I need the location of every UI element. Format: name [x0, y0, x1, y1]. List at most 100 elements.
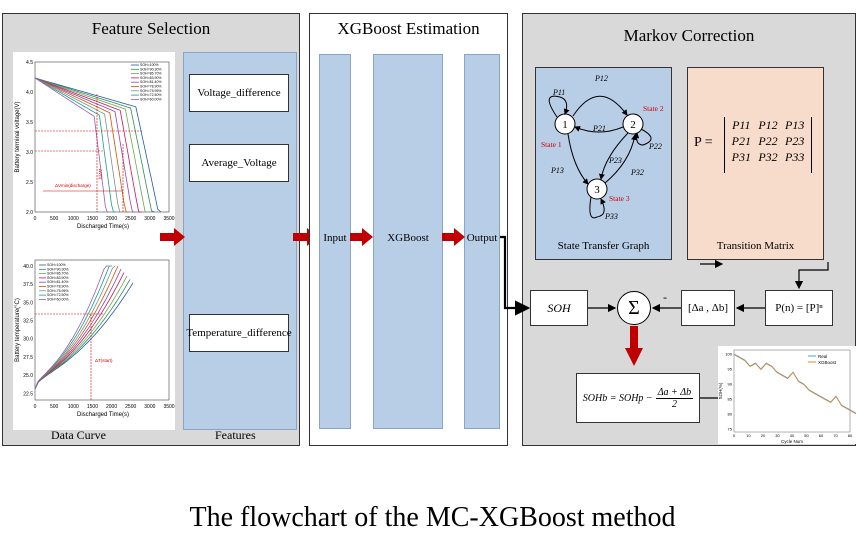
temp-annot-1: ΔT(start): [95, 358, 113, 363]
features-column: [183, 52, 297, 430]
temp-legend-entry: SOH=75.95%: [47, 289, 69, 293]
formula-denominator: 2: [671, 398, 677, 410]
voltage-curve: [34, 77, 129, 213]
temp-ytick: 25.0: [23, 373, 33, 379]
voltage-xtick: 500: [50, 216, 59, 222]
temp-xtick: 2500: [125, 404, 136, 410]
feature-selection-title: Feature Selection: [91, 19, 211, 38]
output-column: [464, 54, 500, 429]
result-ytick: 100: [725, 352, 732, 357]
state-graph-box: [535, 67, 672, 260]
temp-curve: [34, 265, 119, 390]
result-ytick: 80: [728, 412, 733, 417]
voltage-xtick: 0: [34, 216, 37, 222]
state-1-label: State 1: [541, 140, 562, 149]
transition-matrix-label: Transition Matrix: [716, 240, 795, 252]
voltage-curve: [34, 77, 116, 213]
voltage-ytick: 2.0: [26, 210, 33, 216]
m13: P13: [784, 118, 805, 132]
temp-legend-entry: SOH=72.50%: [47, 293, 69, 297]
sigma-node: Σ: [617, 291, 651, 325]
voltage-curve: [34, 77, 142, 213]
m21: P21: [731, 134, 751, 148]
temp-ytick: 32.5: [23, 319, 33, 325]
feature-voltage-difference: Voltage_difference: [189, 74, 289, 112]
edge-p23: P23: [608, 156, 622, 165]
temp-xtick: 1000: [68, 404, 79, 410]
feature-average-voltage: Average_Voltage: [189, 144, 289, 182]
result-xtick: 30: [775, 433, 780, 438]
voltage-ytick: 4.5: [26, 60, 33, 66]
voltage-ylabel: Battery terminal voltage(V): [15, 101, 21, 172]
result-xtick: 50: [804, 433, 809, 438]
voltage-xtick: 3500: [163, 216, 174, 222]
result-xtick: 20: [761, 433, 766, 438]
m22: P22: [758, 134, 778, 148]
temp-xtick: 0: [34, 404, 37, 410]
result-xtick: 0: [733, 433, 736, 438]
state-graph-label: State Transfer Graph: [557, 240, 650, 252]
voltage-xtick: 2500: [125, 216, 136, 222]
voltage-xtick: 2000: [106, 216, 117, 222]
input-column: [319, 54, 351, 429]
result-xtick: 60: [819, 433, 824, 438]
result-ytick: 85: [728, 397, 733, 402]
voltage-annot-2: ΔV(t): [98, 169, 103, 180]
temp-curve: [34, 265, 109, 390]
temp-xtick: 500: [50, 404, 59, 410]
voltage-curve: [34, 77, 155, 213]
voltage-legend-entry: SOH=83.90%: [140, 76, 162, 80]
node-label-2: 2: [630, 119, 636, 131]
voltage-legend-entry: SOH=75.95%: [140, 89, 162, 93]
m33: P33: [784, 150, 805, 164]
voltage-xtick: 3000: [144, 216, 155, 222]
voltage-legend-entry: SOH=60.00%: [140, 97, 162, 101]
xgboost-label: XGBoost: [387, 232, 429, 244]
result-ytick: 90: [728, 382, 733, 387]
soh-box: SOH: [530, 290, 588, 326]
arrow-charts-to-features: [160, 228, 185, 246]
m31: P31: [731, 150, 751, 164]
output-label: Output: [466, 232, 498, 244]
temp-legend-entry: SOH=78.90%: [47, 285, 69, 289]
node-label-3: 3: [594, 184, 600, 196]
result-ytick: 75: [728, 427, 733, 432]
voltage-xtick: 1500: [87, 216, 98, 222]
voltage-legend-entry: SOH=90.30%: [140, 67, 162, 71]
edge-p13: P13: [550, 166, 564, 175]
temp-ytick: 40.0: [23, 264, 33, 270]
temp-xtick: 2000: [106, 404, 117, 410]
voltage-legend-entry: SOH=72.50%: [140, 93, 162, 97]
voltage-ytick: 3.5: [26, 120, 33, 126]
temp-xtick: 3500: [163, 404, 174, 410]
temp-ylabel: Battery temperature(°C): [15, 298, 21, 362]
xgboost-title: XGBoost Estimation: [337, 19, 480, 38]
voltage-legend-entry: SOH=81.40%: [140, 80, 162, 84]
formula-fraction: Δa + Δb 2: [655, 386, 694, 410]
formula-numerator: Δa + Δb: [655, 386, 694, 399]
temp-legend-entry: SOH=90.30%: [47, 267, 69, 271]
data-curve-label: Data Curve: [51, 428, 106, 442]
result-xtick: 10: [746, 433, 751, 438]
edge-p33: P33: [604, 212, 618, 221]
temp-curve: [34, 272, 125, 390]
m11: P11: [732, 118, 751, 132]
voltage-xlabel: Discharged Time(s): [77, 224, 129, 230]
temp-xtick: 3000: [144, 404, 155, 410]
m23: P23: [784, 134, 805, 148]
result-ytick: 95: [728, 367, 733, 372]
temp-ytick: 27.5: [23, 355, 33, 361]
xgboost-panel: XGBoost Estimation Input XGBoost Output: [309, 13, 508, 446]
voltage-legend-entry: SOH=78.90%: [140, 85, 162, 89]
node-label-1: 1: [562, 119, 568, 131]
formula-left: SOHb = SOHp −: [582, 392, 653, 404]
temp-curve: [34, 265, 112, 390]
temp-legend-entry: SOH=83.90%: [47, 276, 69, 280]
voltage-annot-1: ΔVmin(discharge): [55, 183, 91, 188]
features-label: Features: [215, 428, 256, 442]
result-legend-xgboost: XGBoost: [818, 360, 837, 365]
voltage-ytick: 4.0: [26, 90, 33, 96]
